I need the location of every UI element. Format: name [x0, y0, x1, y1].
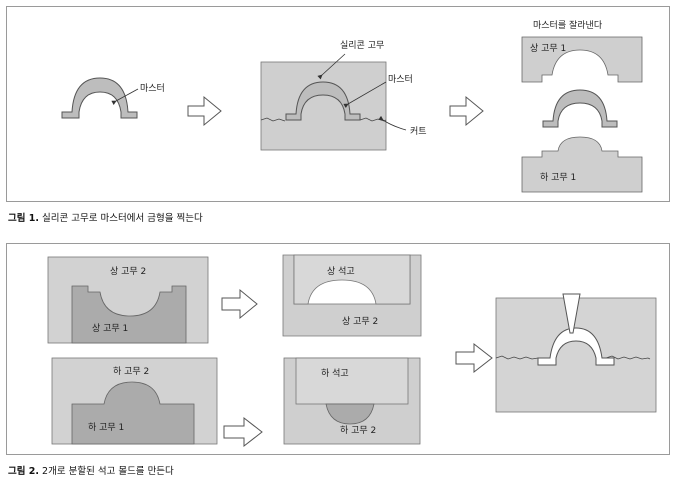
figure2-caption-prefix: 그림 2. [8, 466, 40, 477]
figure1-caption: 그림 1. 실리콘 고무로 마스터에서 금형을 찍는다 [8, 210, 203, 224]
label-upper-rubber1: 상 고무 1 [530, 43, 566, 54]
label-lower-rubber1-a: 하 고무 1 [88, 422, 124, 433]
label-lower-plaster: 하 석고 [321, 368, 349, 379]
arrow-step2 [449, 95, 484, 127]
arrow-step1 [187, 95, 222, 127]
box-upper-rubber2 [47, 256, 209, 344]
box-lower-rubber2 [51, 357, 218, 445]
rubber-block [260, 61, 387, 151]
figure2-caption-text: 2개로 분할된 석고 몰드를 만든다 [42, 466, 174, 477]
arrow-fig2-bottom [223, 416, 263, 448]
label-upper-rubber2-b: 상 고무 2 [342, 316, 378, 327]
upper-rubber1-piece [521, 36, 643, 83]
label-silicone-rubber: 실리콘 고무 [340, 40, 384, 51]
final-mold [495, 293, 657, 413]
label-lower-rubber2-b: 하 고무 2 [340, 425, 376, 436]
cut-leader [378, 115, 407, 131]
label-lower-rubber1: 하 고무 1 [540, 172, 576, 183]
master-leader [111, 88, 139, 106]
label-cut: 커트 [410, 126, 427, 137]
label-upper-plaster: 상 석고 [327, 266, 355, 277]
master-piece [542, 89, 618, 128]
label-master2: 마스터 [388, 74, 413, 85]
arrow-to-final [455, 342, 493, 374]
arrow-fig2-top [221, 288, 258, 320]
label-master: 마스터 [140, 83, 165, 94]
figure1-caption-text: 실리콘 고무로 마스터에서 금형을 찍는다 [42, 213, 203, 224]
rubber-leader [317, 53, 346, 80]
master2-leader [343, 81, 387, 109]
figure2-caption: 그림 2. 2개로 분할된 석고 몰드를 만든다 [8, 463, 174, 477]
label-lower-rubber2-a: 하 고무 2 [113, 366, 149, 377]
label-upper-rubber2-a: 상 고무 2 [110, 266, 146, 277]
label-upper-rubber1-a: 상 고무 1 [92, 323, 128, 334]
figure1-caption-prefix: 그림 1. [8, 213, 40, 224]
label-cut-master: 마스터를 잘라낸다 [533, 19, 603, 31]
lower-rubber1-piece [521, 136, 643, 193]
box-upper-plaster [282, 254, 422, 337]
box-lower-plaster [283, 357, 421, 445]
master-arch [61, 77, 138, 119]
